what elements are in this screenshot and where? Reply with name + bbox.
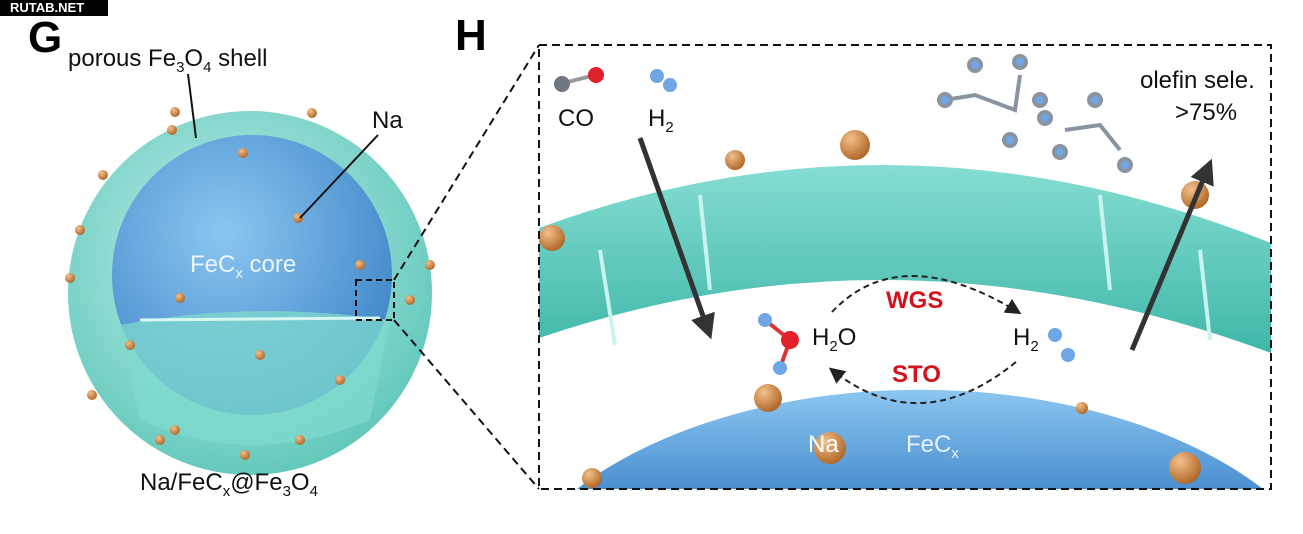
shell-band [539, 165, 1271, 353]
olefin-molecule-icon [937, 54, 1133, 173]
watermark: RUTAB.NET [0, 0, 108, 16]
h2-molecule-icon [1048, 328, 1075, 362]
co-label: CO [558, 105, 594, 132]
sto-label: STO [892, 361, 941, 388]
na-leader-line [299, 134, 379, 219]
olefin-selectivity-label: olefin sele. [1140, 67, 1255, 94]
panel-g-letter: G [28, 13, 62, 62]
zoom-line-top [393, 44, 540, 281]
shell-label: porous Fe3O4 shell [68, 45, 267, 76]
h2-top-label: H2 [648, 105, 674, 136]
sto-arrow [828, 361, 1017, 405]
olefin-selectivity-value: >75% [1175, 99, 1237, 126]
h2o-molecule-icon [758, 313, 799, 375]
panel-h-letter: H [455, 11, 487, 60]
core-label: FeCx core [190, 251, 296, 282]
core-shell-particle [65, 107, 435, 475]
zoom-line-bottom [393, 319, 540, 490]
h2-molecule-icon [650, 69, 677, 92]
panel-h-frame [538, 44, 1272, 490]
shell-leader-line [187, 73, 197, 139]
wgs-label: WGS [886, 287, 943, 314]
zoomed-interface [539, 130, 1271, 489]
h2o-label: H2O [812, 324, 856, 355]
fecx-label: FeCx [906, 431, 959, 462]
reactant-inflow-arrow [637, 137, 715, 340]
h2-mid-label: H2 [1013, 324, 1039, 355]
product-outflow-arrow [1129, 158, 1214, 351]
co-molecule-icon [554, 67, 604, 92]
core-surface [577, 389, 1263, 489]
na-surface-label: Na [808, 431, 839, 458]
wgs-arrow [831, 275, 1022, 315]
na-label: Na [372, 107, 403, 134]
zoom-region-box [355, 279, 395, 321]
particle-caption: Na/FeCx@Fe3O4 [140, 469, 318, 500]
